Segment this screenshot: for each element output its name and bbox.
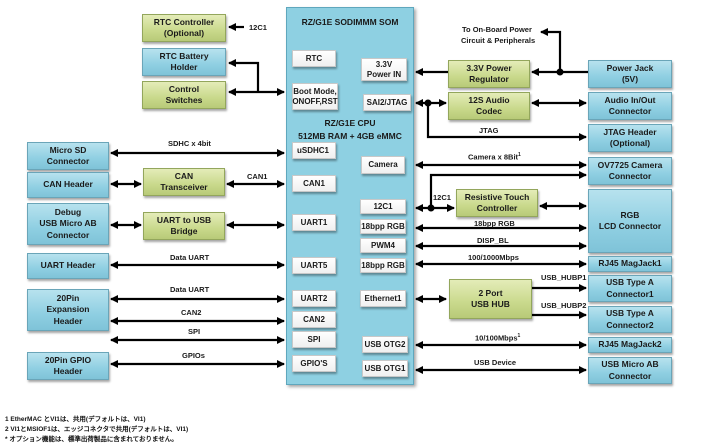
footnote-2: 2 VI1とMSIOF1は、エッジコネクタで共用(デフォルトは、VI1) — [5, 426, 189, 433]
rj45-magjack1-block: RJ45 MagJack1 — [588, 256, 672, 272]
jtag-header-block: JTAG Header (Optional) — [588, 124, 672, 152]
camera-connector-block: OV7725 Camera Connector — [588, 157, 672, 185]
port-rgb-1: 18bpp RGB — [360, 219, 406, 234]
rtc-battery-block: RTC Battery Holder — [142, 48, 226, 76]
label-gpios: GPIOs — [182, 351, 205, 360]
port-power-in: 3.3V Power IN — [361, 58, 407, 81]
usb-micro-ab-block: USB Micro AB Connector — [588, 357, 672, 384]
label-can1: CAN1 — [247, 172, 268, 181]
port-ethernet1: Ethernet1 — [360, 290, 406, 307]
rj45-magjack2-block: RJ45 MagJack2 — [588, 337, 672, 353]
label-eth2-text: 10/100Mbps — [475, 333, 518, 343]
junction-power — [556, 68, 564, 76]
wire-onboard-power — [540, 28, 562, 72]
label-rtc-i2c: 12C1 — [249, 23, 267, 32]
usb-hub-block: 2 Port USB HUB — [449, 279, 532, 319]
label-onboard-power: To On-Board Power — [462, 25, 532, 34]
usb-type-a1-block: USB Type A Connector1 — [588, 275, 672, 302]
lcd-connector-block: RGB LCD Connector — [588, 189, 672, 253]
som-title: RZ/G1E SODIMMM SOM — [301, 17, 399, 27]
wire-i2c-camera — [429, 171, 587, 208]
can-transceiver-block: CAN Transceiver — [143, 168, 225, 196]
micro-sd-block: Micro SD Connector — [27, 142, 109, 170]
audio-codec-block: 12S Audio Codec — [448, 92, 530, 120]
label-spi: SPI — [188, 327, 201, 336]
rtc-controller-block: RTC Controller (Optional) — [142, 14, 226, 42]
port-pwm4: PWM4 — [360, 238, 406, 253]
expansion-header-block: 20Pin Expansion Header — [27, 289, 109, 331]
usb-type-a2-block: USB Type A Connector2 — [588, 306, 672, 333]
audio-connector-block: Audio In/Out Connector — [588, 92, 672, 120]
port-camera: Camera — [361, 156, 405, 174]
port-uart1: UART1 — [292, 214, 336, 231]
junction-jtag — [424, 99, 432, 107]
port-boot-mode: Boot Mode, ONOFF,RST — [292, 83, 338, 110]
cpu-label: RZ/G1E CPU — [324, 118, 376, 128]
label-eth2-footnote: 1 — [517, 333, 521, 339]
wire-jtag — [426, 103, 587, 141]
can-header-block: CAN Header — [27, 172, 109, 198]
port-can2: CAN2 — [292, 311, 336, 328]
gpio-header-block: 20Pin GPIO Header — [27, 352, 109, 380]
debug-usb-block: Debug USB Micro AB Connector — [27, 203, 109, 245]
wire-rtc-battery — [228, 59, 260, 92]
port-can1: CAN1 — [292, 175, 336, 192]
uart-usb-bridge-block: UART to USB Bridge — [143, 212, 225, 240]
label-usb-device: USB Device — [474, 358, 517, 367]
label-hubp2: USB_HUBP2 — [541, 301, 587, 310]
label-eth1: 100/1000Mbps — [468, 253, 519, 262]
label-camera-text: Camera x 8Bit — [468, 152, 519, 162]
port-usb-otg2: USB OTG2 — [362, 336, 408, 353]
port-uart5: UART5 — [292, 257, 336, 274]
label-data-uart-1: Data UART — [170, 253, 210, 262]
port-gpios: GPIO'S — [292, 355, 336, 372]
uart-header-block: UART Header — [27, 253, 109, 279]
port-usb-otg1: USB OTG1 — [362, 360, 408, 377]
power-regulator-block: 3.3V Power Regulator — [448, 60, 530, 88]
label-sdhc: SDHC x 4bit — [168, 139, 211, 148]
touch-controller-block: Resistive Touch Controller — [456, 189, 538, 217]
label-data-uart-2: Data UART — [170, 285, 210, 294]
label-camera-footnote: 1 — [518, 152, 521, 158]
port-uart2: UART2 — [292, 290, 336, 307]
port-spi: SPI — [292, 331, 336, 348]
label-camera: Camera x 8Bit1 — [468, 152, 521, 162]
label-eth2: 10/100Mbps1 — [475, 333, 520, 343]
label-i2c-touch: 12C1 — [433, 193, 451, 202]
junction-i2c — [427, 204, 435, 212]
footnote-1: 1 EtherMAC とVI1は、共用(デフォルトは、VI1) — [5, 416, 146, 423]
footnote-3: * オプション機能は、標準出荷製品に含まれておりません。 — [5, 436, 178, 443]
label-can2: CAN2 — [181, 308, 202, 317]
control-switches-block: Control Switches — [142, 81, 226, 109]
label-hubp1: USB_HUBP1 — [541, 273, 587, 282]
port-i2c1: 12C1 — [360, 199, 406, 214]
label-jtag: JTAG — [479, 126, 499, 135]
label-disp-bl: DISP_BL — [477, 236, 509, 245]
label-onboard-power-2: Circuit & Peripherals — [461, 36, 536, 45]
label-rgb: 18bpp RGB — [474, 219, 515, 228]
port-rgb-2: 18bpp RGB — [360, 258, 406, 273]
power-jack-block: Power Jack (5V) — [588, 60, 672, 88]
port-usdhc1: uSDHC1 — [292, 142, 336, 159]
port-rtc: RTC — [292, 50, 336, 67]
port-sai2-jtag: SAI2/JTAG — [363, 94, 411, 111]
memory-label: 512MB RAM + 4GB eMMC — [298, 131, 402, 141]
